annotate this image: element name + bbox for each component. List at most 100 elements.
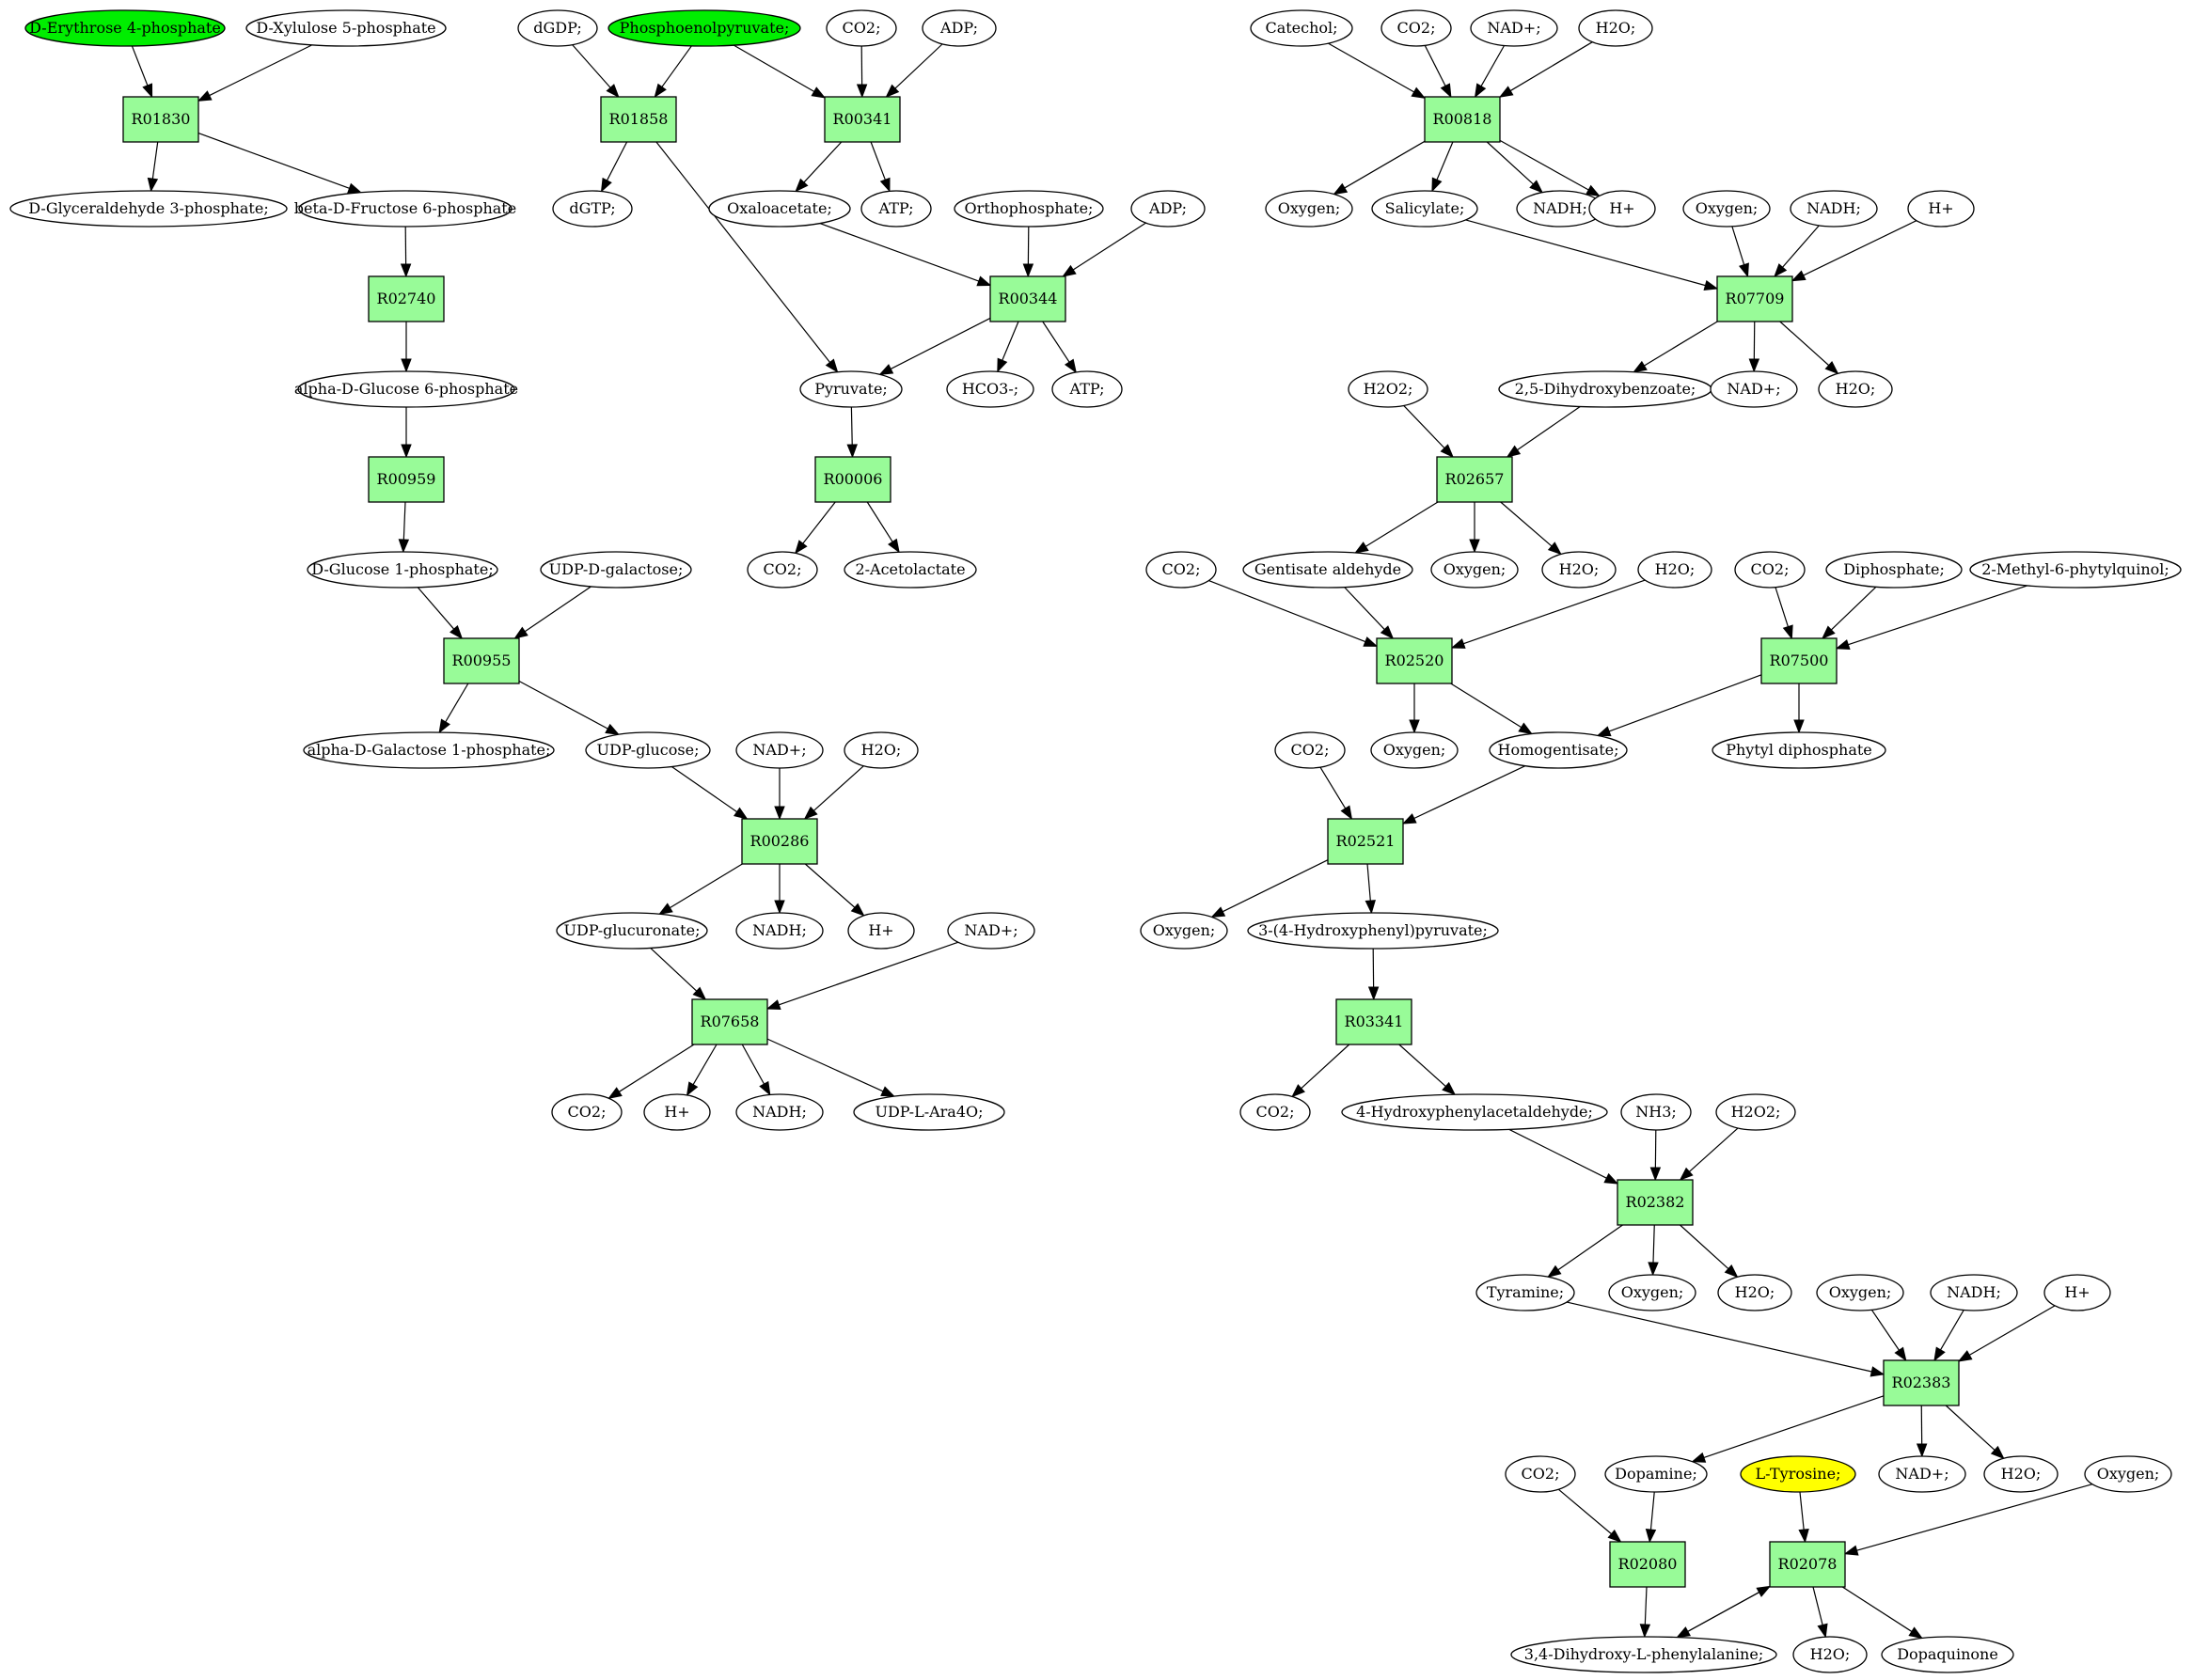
arrowhead bbox=[1798, 1528, 1809, 1544]
arrowhead bbox=[398, 539, 410, 554]
reaction-box bbox=[1335, 998, 1412, 1045]
node-label: H2O; bbox=[2001, 1465, 2042, 1483]
edge-line bbox=[1799, 1491, 1805, 1531]
arrowhead bbox=[846, 444, 858, 459]
compound-ellipse bbox=[1637, 551, 1712, 589]
node-label: R07500 bbox=[1770, 652, 1829, 669]
arrowhead bbox=[1442, 1081, 1457, 1096]
arrowhead bbox=[513, 626, 529, 639]
edge-r07658-to-udp-l-ara4o bbox=[766, 1038, 896, 1097]
arrowhead bbox=[1990, 1445, 2005, 1460]
arrowhead bbox=[794, 540, 808, 555]
compound-h: H+ bbox=[1588, 190, 1656, 228]
arrowhead bbox=[795, 178, 809, 193]
reaction-box bbox=[691, 998, 768, 1045]
arrowhead bbox=[400, 263, 412, 278]
node-label: H2O; bbox=[1836, 380, 1876, 398]
compound-ellipse bbox=[1740, 1455, 1856, 1493]
edge-r00955-to-alpha-d-galactose-1-phosphate bbox=[438, 683, 469, 734]
edge-h-to-r02383 bbox=[1957, 1305, 2056, 1362]
arrowhead bbox=[1469, 539, 1480, 554]
compound-nad: NAD+; bbox=[1470, 9, 1558, 47]
node-label: Orthophosphate; bbox=[965, 199, 1094, 217]
compound-dopaquinone: Dopaquinone bbox=[1881, 1636, 2014, 1673]
compound-ellipse bbox=[847, 912, 915, 950]
edge-r00818-to-salicylate bbox=[1431, 141, 1454, 193]
node-label: H2O; bbox=[1810, 1645, 1851, 1663]
edge-r02078-to-h2o bbox=[1812, 1586, 1828, 1639]
compound-catechol: Catechol; bbox=[1250, 9, 1353, 47]
compound-ellipse bbox=[1818, 370, 1893, 408]
compound-ellipse bbox=[245, 9, 447, 47]
arrowhead bbox=[1870, 1366, 1885, 1377]
compound-co2: CO2; bbox=[1239, 1093, 1311, 1131]
edge-r07500-to-phytyl-diphosphate bbox=[1793, 683, 1805, 734]
node-label: Gentisate aldehyde bbox=[1254, 560, 1401, 578]
node-label: NAD+; bbox=[1727, 380, 1780, 398]
compound-h2o: H2O; bbox=[1578, 9, 1653, 47]
arrowhead bbox=[1474, 83, 1487, 99]
node-label: Oxygen; bbox=[1829, 1283, 1892, 1301]
compound-d-glyceraldehyde-3-phosphate: D-Glyceraldehyde 3-phosphate; bbox=[9, 190, 288, 228]
edge-line bbox=[850, 406, 853, 446]
arrowhead bbox=[1933, 1346, 1946, 1362]
edge-gentisate-aldehyde-to-r02520 bbox=[1344, 587, 1395, 640]
node-label: NADH; bbox=[1947, 1283, 2001, 1301]
compound-ellipse bbox=[1825, 551, 1963, 589]
compound-ellipse bbox=[1588, 190, 1656, 228]
arrowhead bbox=[142, 83, 153, 99]
compound-h2o: H2O; bbox=[1792, 1636, 1868, 1673]
reaction-r01830: R01830 bbox=[122, 96, 199, 143]
edge-line bbox=[670, 863, 743, 909]
compound-oxygen: Oxygen; bbox=[1430, 551, 1519, 589]
arrowhead bbox=[1596, 726, 1612, 737]
arrowhead bbox=[1529, 180, 1544, 194]
node-label: dGTP; bbox=[569, 199, 615, 217]
arrowhead bbox=[1756, 1585, 1772, 1597]
node-label: UDP-glucose; bbox=[597, 741, 700, 759]
node-label: R00344 bbox=[999, 290, 1058, 307]
edge-line bbox=[1870, 1309, 1900, 1351]
edge-r00344-to-pyruvate bbox=[878, 317, 991, 375]
compound-ellipse bbox=[1712, 731, 1886, 769]
arrowhead bbox=[878, 364, 894, 375]
arrowhead bbox=[1633, 360, 1648, 373]
edge-r00344-to-atp bbox=[1042, 321, 1077, 374]
compound-3-4-hydroxyphenyl-pyruvate: 3-(4-Hydroxyphenyl)pyruvate; bbox=[1247, 912, 1499, 950]
arrowhead bbox=[885, 84, 900, 98]
compound-hco3: HCO3-; bbox=[946, 370, 1034, 408]
node-label: Oxygen; bbox=[2097, 1465, 2160, 1483]
edge-r00818-to-oxygen bbox=[1333, 140, 1426, 196]
reaction-r02657: R02657 bbox=[1436, 456, 1513, 503]
compound-ellipse bbox=[1510, 1636, 1777, 1673]
node-label: Homogentisate; bbox=[1498, 741, 1619, 759]
arrowhead bbox=[1649, 1167, 1662, 1182]
edge-h2o2-to-r02657 bbox=[1403, 405, 1454, 459]
reaction-r02383: R02383 bbox=[1883, 1359, 1960, 1406]
compound-atp: ATP; bbox=[1051, 370, 1123, 408]
edge-line bbox=[1486, 141, 1534, 185]
node-label: H2O; bbox=[1596, 19, 1636, 37]
edge-r02657-to-h2o bbox=[1500, 501, 1562, 556]
arrowhead bbox=[1586, 184, 1601, 197]
arrowhead bbox=[1639, 1624, 1651, 1639]
compound-oxygen: Oxygen; bbox=[1682, 190, 1771, 228]
compound-ellipse bbox=[551, 1093, 623, 1131]
arrowhead bbox=[1498, 86, 1514, 98]
edge-line bbox=[1812, 1586, 1823, 1625]
reaction-box bbox=[368, 275, 445, 322]
edge-line bbox=[1680, 1224, 1729, 1269]
node-label: UDP-D-galactose; bbox=[549, 560, 684, 578]
arrowhead bbox=[1022, 263, 1034, 278]
edge-line bbox=[402, 501, 406, 541]
node-label: R02520 bbox=[1385, 652, 1444, 669]
edge-nad-to-r00286 bbox=[774, 768, 785, 821]
arrowhead bbox=[450, 625, 464, 640]
node-label: NADH; bbox=[1533, 199, 1587, 217]
node-label: Oxygen; bbox=[1696, 199, 1759, 217]
compound-ellipse bbox=[1371, 190, 1478, 228]
arrowhead bbox=[880, 1086, 896, 1097]
arrowhead bbox=[1648, 1262, 1659, 1277]
edge-line bbox=[1782, 225, 1820, 268]
edge-line bbox=[1731, 226, 1745, 265]
